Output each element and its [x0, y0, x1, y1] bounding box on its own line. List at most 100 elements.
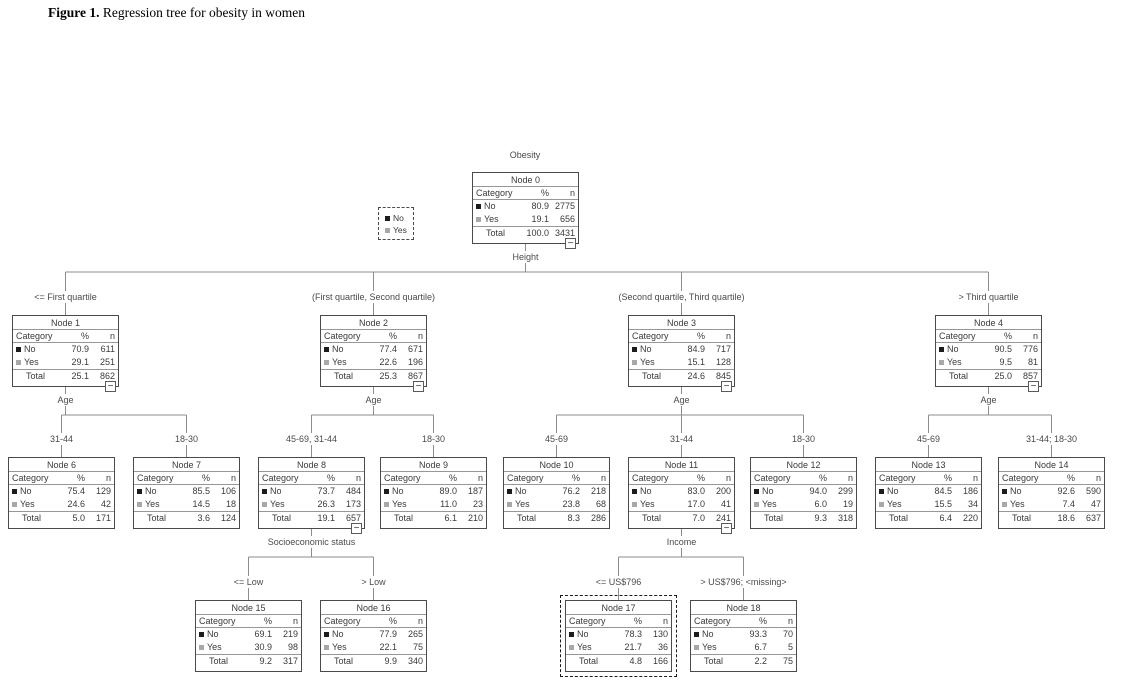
col-category: Category [879, 473, 916, 483]
collapse-button[interactable]: − [721, 381, 732, 392]
collapse-button[interactable]: − [565, 238, 576, 249]
category-swatch [507, 489, 512, 494]
total-label: Total [486, 228, 506, 238]
node-title: Node 4 [936, 316, 1041, 330]
collapse-button[interactable]: − [413, 381, 424, 392]
total-percent: 3.6 [197, 513, 210, 523]
col-n: n [847, 473, 853, 483]
percent-cell: 76.2 [562, 486, 580, 496]
n-cell: 34 [967, 499, 978, 509]
col-n: n [477, 473, 483, 483]
node-table-header: Category%n [629, 472, 734, 485]
total-percent: 8.3 [567, 513, 580, 523]
collapse-button[interactable]: − [1028, 381, 1039, 392]
total-percent: 100.0 [526, 228, 549, 238]
category-swatch [939, 347, 944, 352]
total-n: 318 [837, 513, 853, 523]
total-percent: 19.1 [317, 513, 335, 523]
category-cell: No [504, 485, 548, 498]
node-table-header: Category%n [691, 615, 796, 628]
percent-cell: 11.0 [440, 499, 457, 509]
col-category: Category [324, 331, 361, 341]
total-n: 317 [282, 656, 298, 666]
n-cell: 590 [1085, 486, 1101, 496]
n-cell: 656 [559, 214, 575, 224]
col-n: n [725, 473, 731, 483]
branch-condition-label: 18-30 [418, 433, 449, 445]
percent-cell: 9.5 [999, 357, 1012, 367]
dependent-variable-label: Obesity [506, 149, 544, 161]
split-variable-label: Age [977, 394, 1000, 406]
n-cell: 484 [345, 486, 361, 496]
node-title: Node 3 [629, 316, 734, 330]
col-n: n [417, 331, 423, 341]
category-swatch [1002, 502, 1007, 507]
category-cell: No [321, 628, 365, 641]
n-cell: 81 [1027, 357, 1038, 367]
category-swatch [12, 502, 17, 507]
total-label: Total [334, 656, 354, 666]
node-table-header: Category%n [566, 615, 671, 628]
total-n: 637 [1085, 513, 1101, 523]
category-cell: Yes [13, 356, 57, 369]
percent-cell: 15.1 [687, 357, 705, 367]
col-category: Category [137, 473, 174, 483]
percent-cell: 77.9 [379, 629, 397, 639]
n-cell: 75 [412, 642, 423, 652]
branch-condition-label: <= Low [230, 576, 267, 588]
percent-cell: 30.9 [254, 642, 272, 652]
col-percent: % [80, 331, 89, 341]
branch-condition-label: 18-30 [788, 433, 819, 445]
category-cell: Yes [751, 498, 795, 511]
col-n: n [292, 616, 298, 626]
col-n: n [355, 473, 361, 483]
collapse-button[interactable]: − [105, 381, 116, 392]
n-cell: 36 [657, 642, 668, 652]
category-swatch [324, 347, 329, 352]
percent-cell: 90.5 [994, 344, 1012, 354]
total-label: Total [889, 513, 909, 523]
total-n: 124 [220, 513, 236, 523]
n-cell: 717 [715, 344, 731, 354]
category-swatch [754, 502, 759, 507]
col-category: Category [1002, 473, 1039, 483]
total-label: Total [642, 513, 662, 523]
collapse-button[interactable]: − [351, 523, 362, 534]
col-percent: % [758, 616, 767, 626]
category-cell: No [134, 485, 178, 498]
total-n: 286 [590, 513, 606, 523]
collapse-button[interactable]: − [721, 523, 732, 534]
n-cell: 173 [345, 499, 361, 509]
percent-cell: 26.3 [317, 499, 335, 509]
node-title: Node 15 [196, 601, 301, 615]
node-title: Node 10 [504, 458, 609, 472]
